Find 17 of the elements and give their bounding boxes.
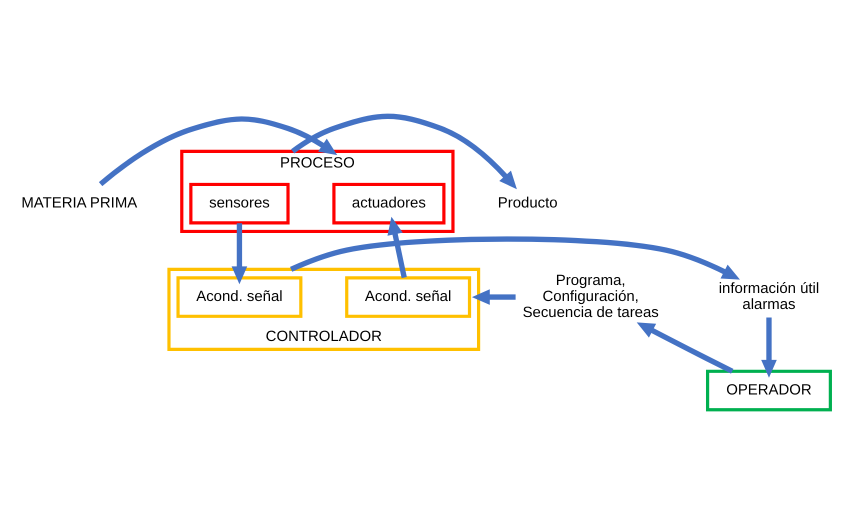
node-box: OPERADOR bbox=[706, 369, 832, 411]
arrow bbox=[98, 116, 338, 186]
arrow bbox=[472, 288, 516, 304]
node-text: información útil alarmas bbox=[718, 280, 820, 313]
node-text: Programa, Configuración, Secuencia de tareas bbox=[522, 272, 659, 321]
node-box: actuadores bbox=[332, 182, 446, 224]
node-box: sensores bbox=[189, 182, 290, 224]
arrow bbox=[232, 222, 248, 284]
node-box: Acond. señal bbox=[176, 276, 302, 318]
arrow bbox=[636, 322, 734, 374]
arrow bbox=[291, 113, 517, 189]
node-text: Producto bbox=[498, 194, 558, 212]
arrow bbox=[761, 317, 777, 378]
node-box: Acond. señal bbox=[345, 276, 472, 318]
node-text: MATERIA PRIMA bbox=[21, 194, 138, 212]
arrow bbox=[290, 236, 740, 280]
arrow bbox=[387, 216, 407, 278]
